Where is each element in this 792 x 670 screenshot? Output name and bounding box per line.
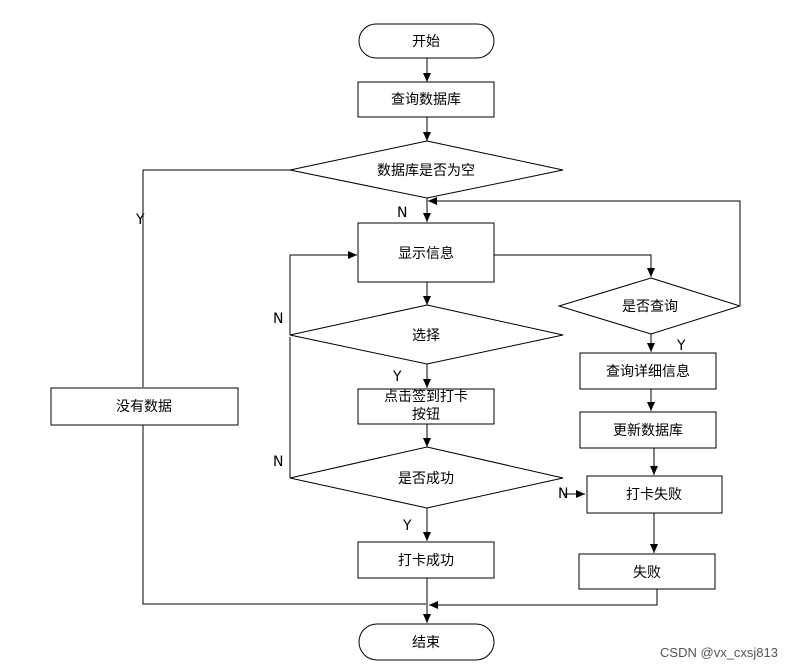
label-click-checkin-1: 点击签到打卡 [384, 388, 468, 405]
node-success-q [289, 446, 564, 509]
node-fail [578, 553, 716, 590]
node-db-empty [289, 140, 564, 199]
node-end [358, 623, 495, 661]
label-no-data: 没有数据 [116, 399, 172, 415]
edge-label-query-yes: Y [676, 338, 686, 354]
node-query-q [557, 277, 742, 335]
label-click-checkin-2: 按钮 [412, 407, 440, 423]
edge-label-dbempty-yes: Y [135, 212, 145, 228]
label-start: 开始 [412, 34, 440, 50]
node-no-data [50, 387, 239, 426]
label-choose: 选择 [412, 328, 440, 344]
node-click-checkin [357, 388, 495, 425]
edge-label-success-no-left: N [273, 454, 283, 470]
edge-choose-no-loop [289, 251, 357, 335]
label-update-db: 更新数据库 [613, 423, 683, 439]
label-query-q: 是否查询 [622, 299, 678, 315]
label-fail: 失败 [633, 565, 661, 581]
edge-show-to-queryq [494, 254, 655, 277]
node-choose [289, 304, 564, 365]
edge-label-choose-no: N [273, 311, 283, 327]
label-success-q: 是否成功 [398, 471, 454, 487]
label-query-detail: 查询详细信息 [606, 363, 690, 380]
label-db-empty: 数据库是否为空 [377, 163, 475, 179]
edge-nodata-to-end [142, 425, 426, 605]
edge-label-success-yes: Y [402, 518, 412, 534]
label-end: 结束 [412, 635, 440, 651]
node-start [358, 23, 495, 59]
label-checkin-ok: 打卡成功 [398, 552, 454, 569]
node-query-db [357, 81, 495, 118]
node-checkin-fail [586, 475, 723, 514]
node-checkin-ok [357, 541, 495, 579]
edge-fail-to-end [429, 589, 658, 609]
watermark: CSDN @vx_cxsj813 [660, 645, 778, 660]
edge-label-success-no-right: N [558, 486, 568, 502]
node-show-info [357, 222, 495, 283]
edge-dbempty-yes-to-nodata [142, 169, 290, 387]
edge-queryq-loop [428, 197, 741, 305]
label-query-db: 查询数据库 [391, 92, 461, 108]
node-update-db [579, 411, 717, 449]
edge-label-dbempty-no: N [397, 205, 407, 221]
edge-label-choose-yes: Y [392, 369, 402, 385]
label-show-info: 显示信息 [398, 245, 454, 262]
label-checkin-fail: 打卡失败 [626, 486, 682, 503]
node-query-detail [579, 352, 717, 390]
